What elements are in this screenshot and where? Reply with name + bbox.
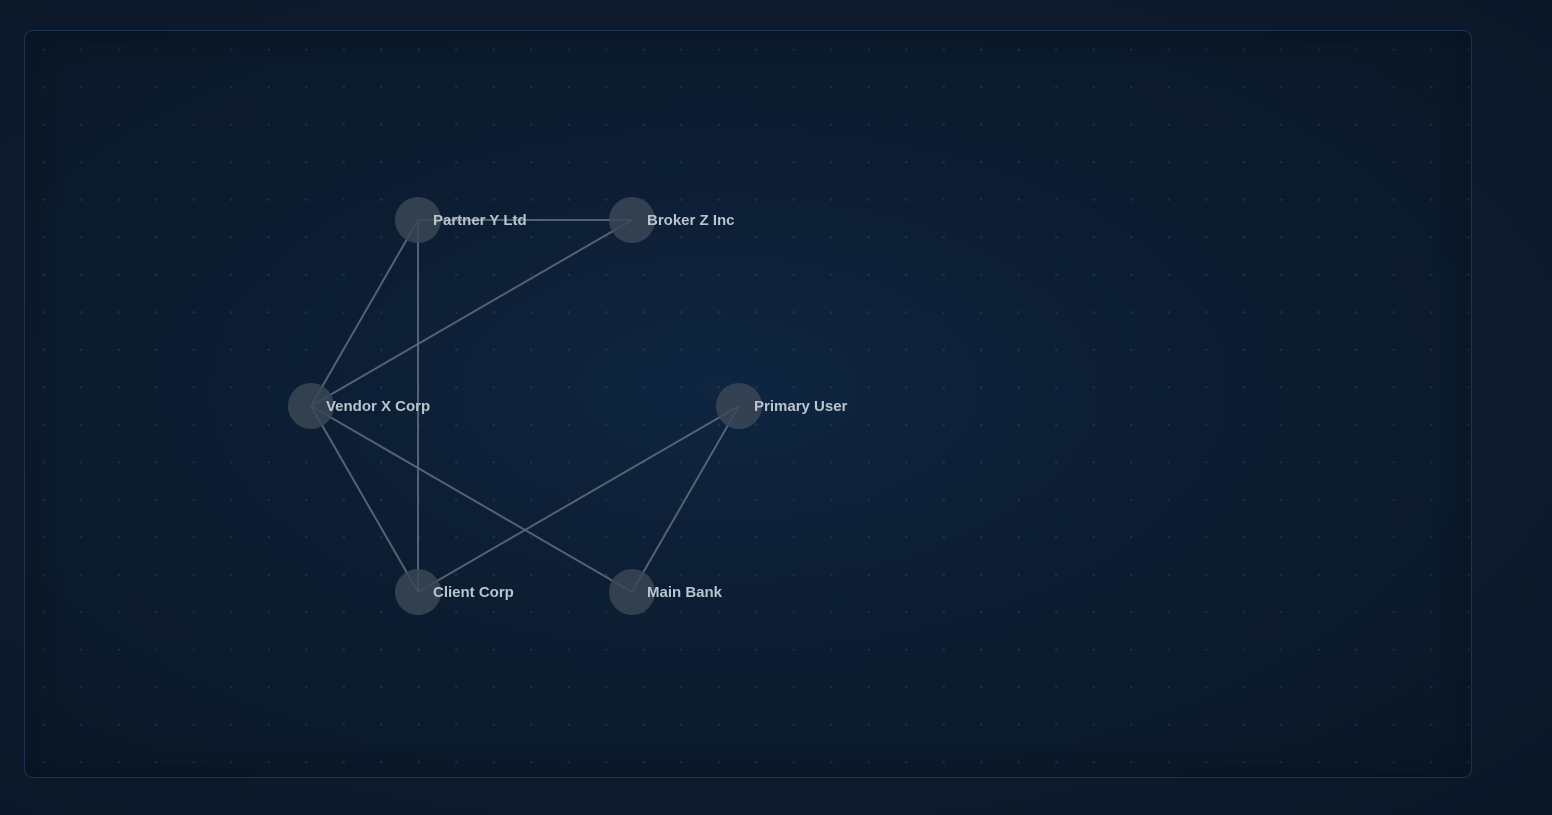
graph-node-circle[interactable] [609, 197, 655, 243]
graph-node-circle[interactable] [716, 383, 762, 429]
graph-node-circle[interactable] [288, 383, 334, 429]
graph-node-label: Partner Y Ltd [433, 212, 527, 229]
graph-edge-broker-vendor [310, 219, 633, 407]
graph-node-vendor[interactable]: Vendor X Corp [288, 383, 430, 429]
graph-node-label: Client Corp [433, 584, 514, 601]
graph-node-client[interactable]: Client Corp [395, 569, 514, 615]
graph-edge-vendor-bank [310, 405, 633, 593]
graph-node-label: Broker Z Inc [647, 212, 735, 229]
graph-edge-vendor-client [310, 405, 419, 593]
graph-node-partner[interactable]: Partner Y Ltd [395, 197, 527, 243]
graph-edge-primary-client [417, 405, 740, 593]
graph-node-label: Vendor X Corp [326, 398, 430, 415]
graph-node-broker[interactable]: Broker Z Inc [609, 197, 735, 243]
graph-node-bank[interactable]: Main Bank [609, 569, 723, 615]
graph-node-label: Primary User [754, 398, 848, 415]
graph-edge-primary-bank [631, 405, 740, 593]
graph-node-circle[interactable] [395, 197, 441, 243]
graph-node-label: Main Bank [647, 584, 723, 601]
graph-node-circle[interactable] [395, 569, 441, 615]
graph-node-circle[interactable] [609, 569, 655, 615]
graph-edge-partner-vendor [310, 219, 419, 407]
graph-node-primary[interactable]: Primary User [716, 383, 848, 429]
